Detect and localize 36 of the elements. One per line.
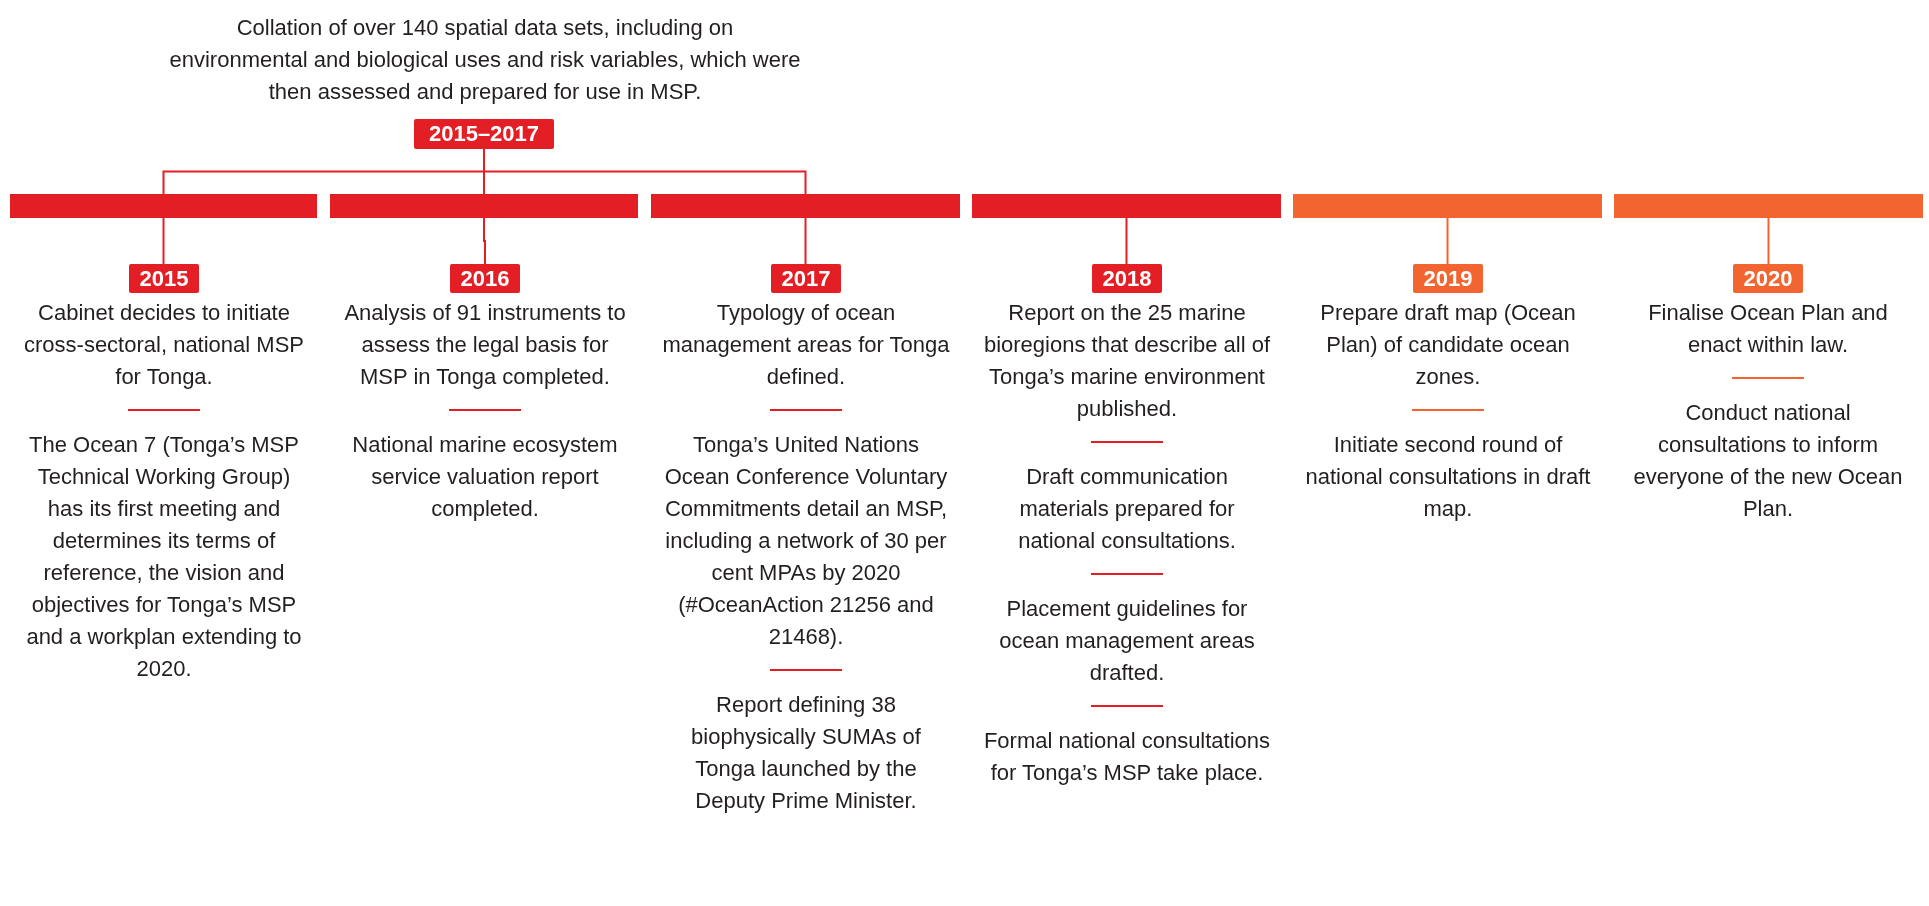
year-badge: 2016: [450, 264, 520, 293]
connector-line: [483, 148, 807, 195]
timeline-bar: [1293, 194, 1602, 218]
milestone-text: Typology of ocean management areas for Tonga defined.: [661, 299, 951, 391]
milestone-text: Formal national consultations for Tonga’s MSP take place.: [982, 727, 1272, 787]
milestone-text: Placement guidelines for ocean management areas drafted.: [998, 595, 1256, 687]
connector-line: [1446, 217, 1449, 265]
milestone-text: National marine ecosystem service valuation report completed.: [351, 431, 619, 523]
timeline-bar: [651, 194, 960, 218]
milestone-text: Initiate second round of national consultations in draft map.: [1304, 431, 1592, 523]
summary-text: Collation of over 140 spatial data sets, including on environmental and biological uses and risk variables, which were then assessed and prepared for use in MSP.: [168, 14, 802, 106]
year-badge: 2019: [1413, 264, 1483, 293]
year-badge: 2015: [129, 264, 199, 293]
milestone-text: Report on the 25 marine bioregions that describe all of Tonga’s marine environment published.: [982, 299, 1272, 423]
connector-line: [1767, 217, 1770, 265]
timeline-bar: [1614, 194, 1923, 218]
connector-line: [1125, 217, 1128, 265]
connector-line: [804, 217, 807, 265]
milestone-text: Analysis of 91 instruments to assess the legal basis for MSP in Tonga completed.: [343, 299, 627, 391]
timeline-bar: [972, 194, 1281, 218]
timeline-bar: [10, 194, 317, 218]
year-badge: 2020: [1733, 264, 1803, 293]
milestone-text: Cabinet decides to initiate cross-sectoral, national MSP for Tonga.: [23, 299, 305, 391]
milestone-text: Report defining 38 biophysically SUMAs of Tonga launched by the Deputy Prime Minister.: [690, 691, 922, 815]
connector-line: [162, 217, 165, 265]
milestone-text: The Ocean 7 (Tonga’s MSP Technical Working Group) has its first meeting and determines its terms of reference, the vision and objectives for Tonga’s MSP and a workplan extending to 2020.: [25, 431, 303, 683]
year-badge: 2017: [771, 264, 841, 293]
year-badge: 2018: [1092, 264, 1162, 293]
milestone-text: Finalise Ocean Plan and enact within law.: [1647, 299, 1889, 359]
milestone-text: Conduct national consultations to inform everyone of the new Ocean Plan.: [1632, 399, 1904, 523]
connector-line: [483, 217, 486, 265]
milestone-text: Prepare draft map (Ocean Plan) of candidate ocean zones.: [1319, 299, 1577, 391]
milestone-text: Draft communication materials prepared for national consultations.: [1017, 463, 1237, 555]
milestone-text: Tonga’s United Nations Ocean Conference Voluntary Commitments detail an MSP, including a network of 30 per cent MPAs by 2020 (#OceanAction 21256 and 21468).: [663, 431, 949, 651]
year-badge: 2015–2017: [414, 119, 554, 149]
timeline-bar: [330, 194, 638, 218]
